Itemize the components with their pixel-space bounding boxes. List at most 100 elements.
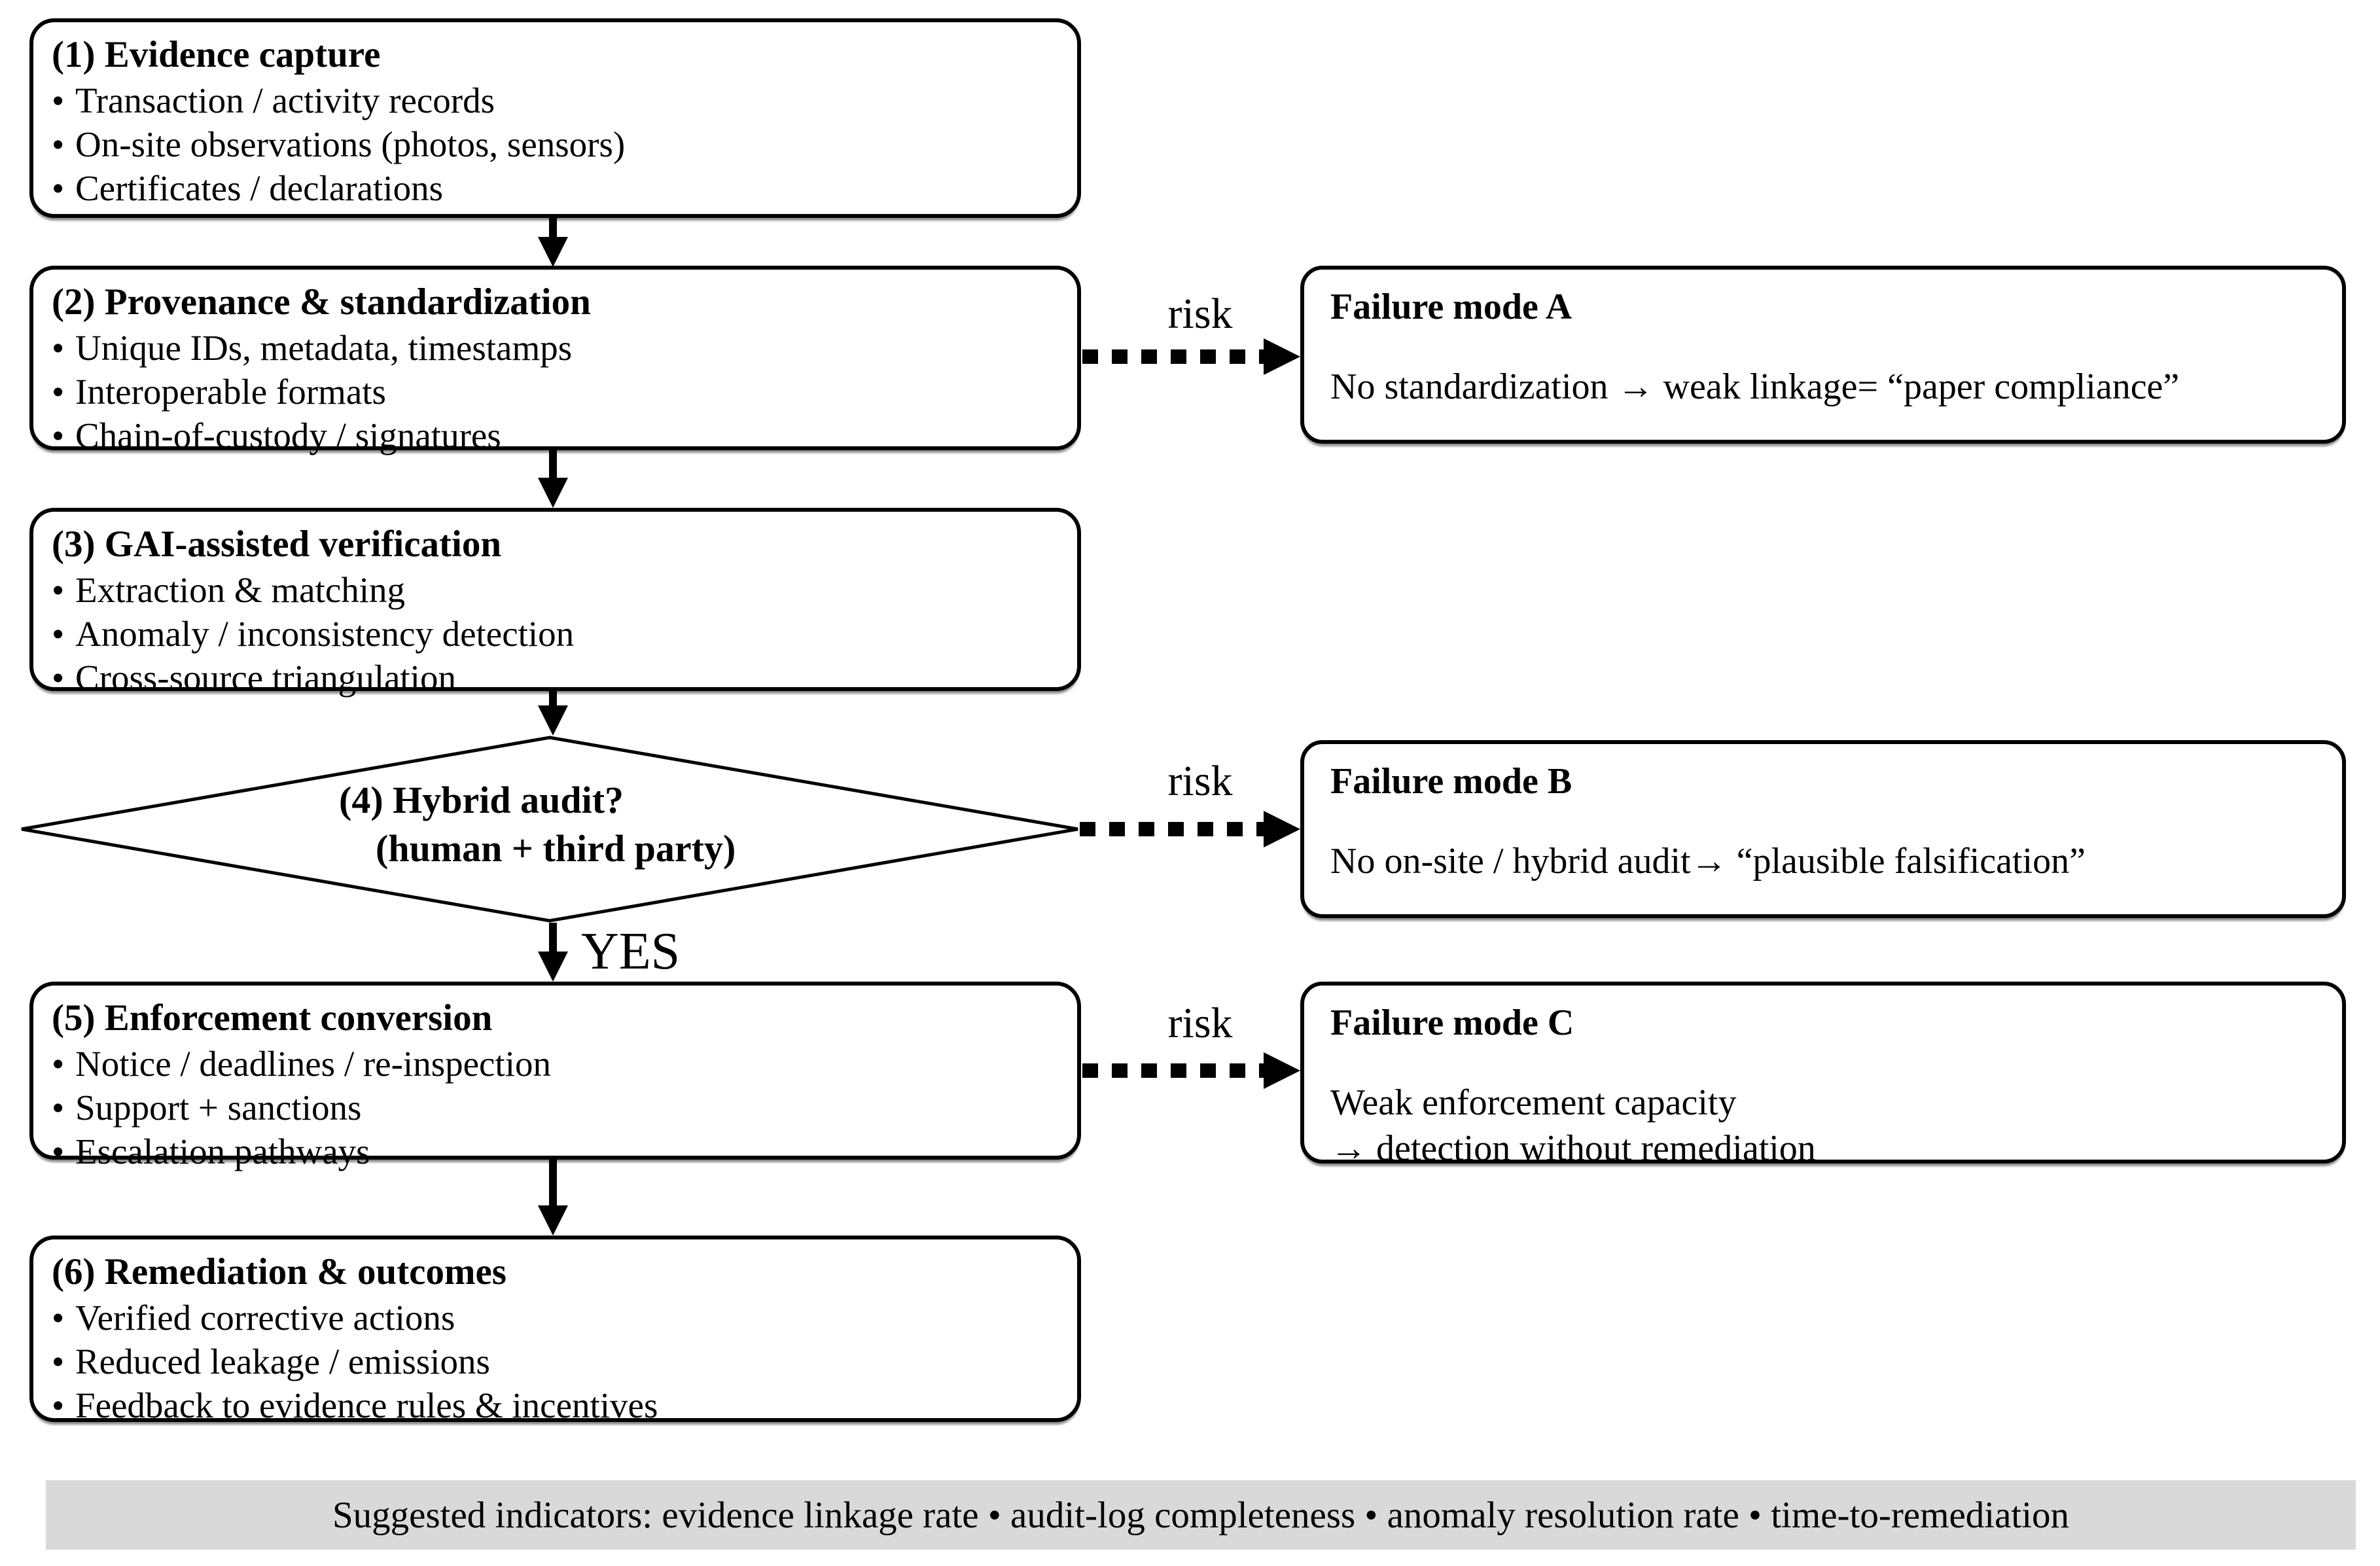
- arrowhead-right-icon: [1264, 338, 1300, 375]
- list-item: •Transaction / activity records: [52, 79, 1057, 122]
- step-2-title: (2) Provenance & standardization: [52, 281, 591, 323]
- list-item: •Verified corrective actions: [52, 1296, 1057, 1340]
- bullet-marker: •: [52, 658, 65, 698]
- risk-connector-a: [1082, 338, 1300, 375]
- list-item: •Cross-source triangulation: [52, 656, 1057, 700]
- indicators-text: Suggested indicators: evidence linkage r…: [332, 1494, 2070, 1536]
- indicators-bar: Suggested indicators: evidence linkage r…: [46, 1480, 2356, 1550]
- bullet-marker: •: [52, 124, 65, 164]
- arrow-shaft: [549, 450, 557, 478]
- failure-b-title: Failure mode B: [1330, 761, 1572, 802]
- bullet-marker: •: [52, 1131, 65, 1171]
- step-3-item-3: Cross-source triangulation: [75, 658, 456, 698]
- list-item: •Certificates / declarations: [52, 166, 1057, 210]
- risk-label-b: risk: [1167, 757, 1233, 805]
- flow-arrow-2: [538, 450, 568, 508]
- arrow-down-icon: [538, 237, 568, 267]
- step-box-5: (5) Enforcement conversion •Notice / dea…: [29, 982, 1081, 1171]
- arrowhead-right-icon: [1264, 1052, 1300, 1089]
- failure-a-title: Failure mode A: [1330, 287, 1572, 327]
- bullet-marker: •: [52, 168, 65, 208]
- bullet-marker: •: [52, 614, 65, 654]
- list-item: •On-site observations (photos, sensors): [52, 122, 1057, 166]
- list-item: •Extraction & matching: [52, 568, 1057, 612]
- step-3-item-1: Extraction & matching: [75, 570, 406, 610]
- failure-c-line-2: → detection without remediation: [1330, 1128, 1816, 1169]
- list-item: •Escalation pathways: [52, 1130, 1057, 1173]
- decision-text: (4) Hybrid audit? (human + third party): [339, 776, 736, 873]
- dashed-line: [1082, 349, 1265, 364]
- bullet-marker: •: [52, 1298, 65, 1338]
- yes-label: YES: [581, 923, 681, 980]
- diamond-shape: [21, 736, 1078, 923]
- step-box-1: (1) Evidence capture •Transaction / acti…: [29, 18, 1081, 218]
- arrowhead-right-icon: [1264, 811, 1300, 847]
- step-6-item-2: Reduced leakage / emissions: [75, 1342, 490, 1381]
- risk-label-c: risk: [1167, 999, 1233, 1047]
- list-item: • Chain-of-custody / signatures: [52, 414, 1057, 457]
- arrow-down-icon: [538, 478, 568, 508]
- flow-arrow-3: [538, 691, 568, 736]
- list-item: •Interoperable formats: [52, 370, 1057, 414]
- arrow-down-icon: [538, 952, 568, 982]
- flow-arrow-5: [538, 1160, 568, 1236]
- arrow-shaft: [549, 923, 557, 952]
- decision-subtitle: (human + third party): [376, 827, 736, 870]
- risk-connector-c: [1082, 1052, 1300, 1089]
- bullet-marker: •: [52, 328, 65, 368]
- flow-arrow-4: [538, 923, 568, 982]
- dashed-line: [1080, 822, 1265, 836]
- step-5-item-2: Support + sanctions: [75, 1088, 362, 1128]
- list-item: • Reduced leakage / emissions: [52, 1340, 1057, 1383]
- list-item: •Support + sanctions: [52, 1086, 1057, 1130]
- decision-title: (4) Hybrid audit?: [339, 779, 624, 821]
- step-5-item-3: Escalation pathways: [75, 1131, 370, 1171]
- risk-connector-b: [1080, 811, 1300, 847]
- list-item: •Unique IDs, metadata, timestamps: [52, 326, 1057, 370]
- risk-label-a: risk: [1167, 290, 1233, 338]
- bullet-marker: •: [52, 570, 65, 610]
- step-1-item-2: On-site observations (photos, sensors): [75, 124, 626, 164]
- step-3-item-2: Anomaly / inconsistency detection: [75, 614, 575, 654]
- step-2-item-3: Chain-of-custody / signatures: [75, 416, 501, 455]
- step-2-item-2: Interoperable formats: [75, 372, 386, 412]
- flow-arrow-1: [538, 218, 568, 267]
- step-1-title: (1) Evidence capture: [52, 34, 381, 75]
- step-5-item-1: Notice / deadlines / re-inspection: [75, 1044, 551, 1084]
- bullet-marker: •: [52, 1385, 65, 1425]
- step-box-6: (6) Remediation & outcomes •Verified cor…: [29, 1236, 1081, 1425]
- step-1-item-1: Transaction / activity records: [75, 80, 495, 120]
- list-item: •Notice / deadlines / re-inspection: [52, 1042, 1057, 1086]
- bullet-marker: •: [52, 372, 65, 412]
- arrow-down-icon: [538, 705, 568, 736]
- bullet-marker: •: [52, 1342, 65, 1381]
- decision-diamond: (4) Hybrid audit? (human + third party): [20, 736, 1080, 923]
- arrow-shaft: [549, 218, 557, 237]
- failure-b-line-1: No on-site / hybrid audit→ “plausible fa…: [1330, 841, 2086, 881]
- arrow-shaft: [549, 1160, 557, 1205]
- bullet-marker: •: [52, 416, 65, 455]
- dashed-line: [1082, 1063, 1265, 1078]
- failure-c-title: Failure mode C: [1330, 1003, 1574, 1043]
- step-6-item-1: Verified corrective actions: [75, 1298, 455, 1338]
- failure-box-c: Failure mode C Weak enforcement capacity…: [1300, 982, 2346, 1169]
- bullet-marker: •: [52, 1088, 65, 1128]
- failure-c-line-1: Weak enforcement capacity: [1330, 1082, 1737, 1123]
- bullet-marker: •: [52, 1044, 65, 1084]
- bullet-marker: •: [52, 80, 65, 120]
- step-3-title: (3) GAI-assisted verification: [52, 524, 502, 565]
- list-item: •Anomaly / inconsistency detection: [52, 612, 1057, 656]
- failure-a-line-1: No standardization → weak linkage= “pape…: [1330, 366, 2180, 407]
- list-item: •Feedback to evidence rules & incentives: [52, 1383, 1057, 1427]
- step-box-3: (3) GAI-assisted verification •Extractio…: [29, 508, 1081, 698]
- step-6-title: (6) Remediation & outcomes: [52, 1251, 506, 1292]
- arrow-down-icon: [538, 1205, 568, 1236]
- step-2-item-1: Unique IDs, metadata, timestamps: [75, 328, 573, 368]
- failure-box-b: Failure mode B No on-site / hybrid audit…: [1300, 740, 2346, 918]
- step-6-item-3: Feedback to evidence rules & incentives: [75, 1385, 658, 1425]
- arrow-shaft: [549, 691, 557, 705]
- step-box-2: (2) Provenance & standardization •Unique…: [29, 266, 1081, 455]
- step-1-item-3: Certificates / declarations: [75, 168, 443, 208]
- step-5-title: (5) Enforcement conversion: [52, 997, 493, 1039]
